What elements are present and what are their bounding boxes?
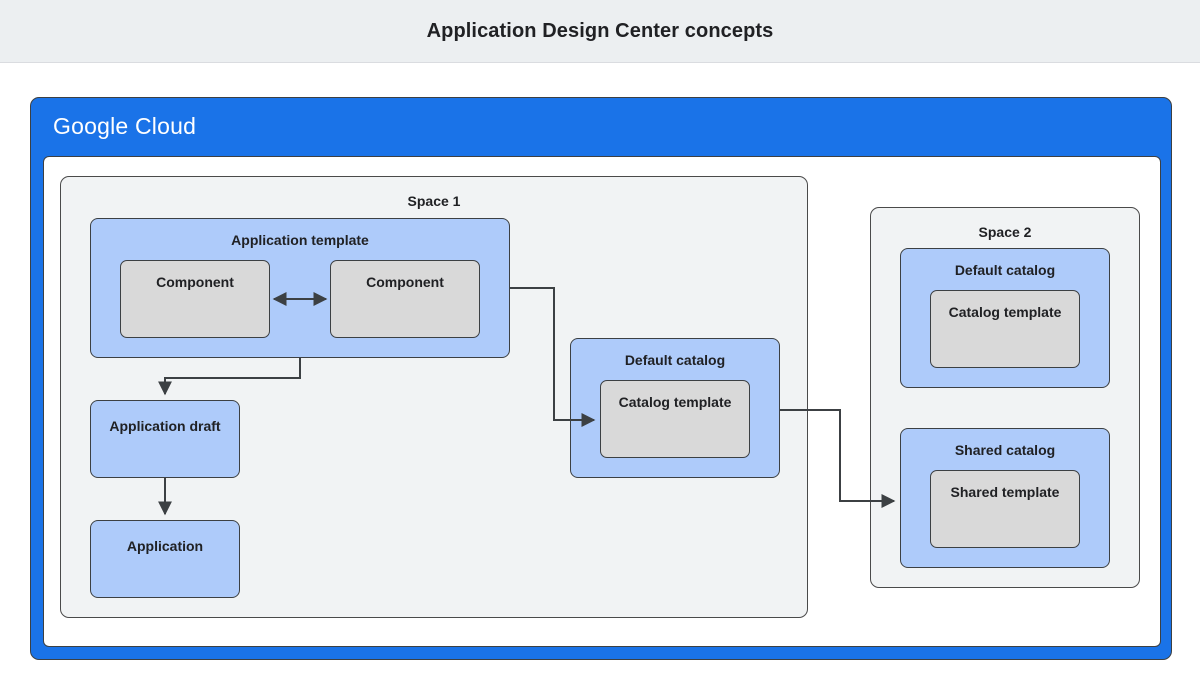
shared-template-space2-label: Shared template — [950, 484, 1060, 500]
shared-catalog-space2-label: Shared catalog — [954, 442, 1056, 458]
space-1-label: Space 1 — [407, 193, 461, 209]
catalog-template-space2-label: Catalog template — [948, 304, 1062, 320]
component-right-label: Component — [366, 274, 444, 290]
application-label: Application — [126, 538, 204, 554]
space-2-label: Space 2 — [978, 224, 1032, 240]
google-cloud-logo-cloud: Cloud — [134, 113, 197, 139]
component-right-box[interactable]: Component — [330, 260, 480, 338]
default-catalog-space1-label: Default catalog — [624, 352, 726, 368]
application-box[interactable]: Application — [90, 520, 240, 598]
page-title: Application Design Center concepts — [426, 20, 774, 42]
component-left-label: Component — [156, 274, 234, 290]
catalog-template-space1-label: Catalog template — [618, 394, 732, 410]
shared-template-space2-box[interactable]: Shared template — [930, 470, 1080, 548]
component-left-box[interactable]: Component — [120, 260, 270, 338]
application-draft-box[interactable]: Application draft — [90, 400, 240, 478]
google-cloud-logo: Google Cloud — [53, 113, 196, 140]
catalog-template-space2-box[interactable]: Catalog template — [930, 290, 1080, 368]
google-cloud-logo-google: Google — [53, 113, 129, 139]
application-draft-label: Application draft — [109, 418, 221, 434]
application-template-label: Application template — [231, 232, 369, 248]
default-catalog-space2-label: Default catalog — [954, 262, 1056, 278]
header-bar: Application Design Center concepts — [0, 0, 1200, 63]
catalog-template-space1-box[interactable]: Catalog template — [600, 380, 750, 458]
